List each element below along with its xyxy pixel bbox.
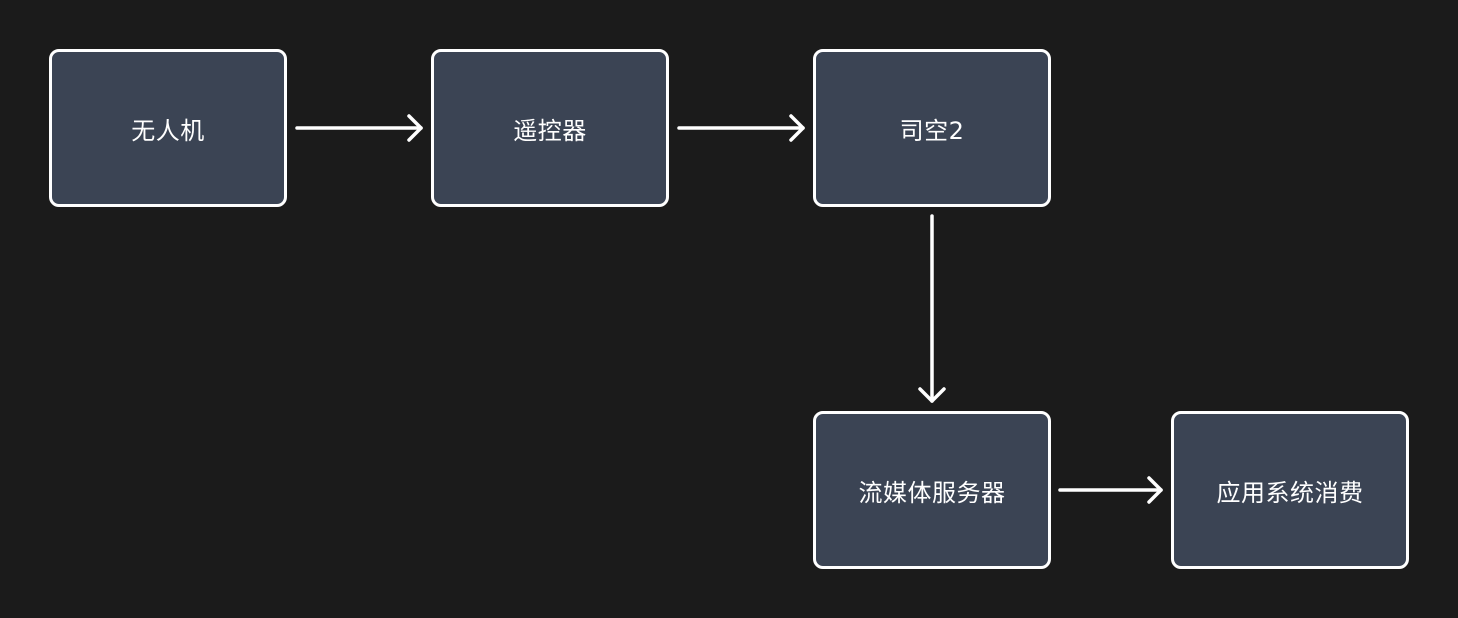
node-app-consumer-label: 应用系统消费 [1216, 478, 1364, 507]
node-streaming-server-label: 流媒体服务器 [858, 478, 1006, 507]
node-sikong-label: 司空2 [899, 116, 965, 145]
edge-remote-to-sikong [677, 114, 805, 142]
node-uav: 无人机 [49, 49, 287, 207]
edge-uav-to-remote [295, 114, 423, 142]
node-remote-controller: 遥控器 [431, 49, 669, 207]
node-sikong: 司空2 [813, 49, 1051, 207]
node-uav-label: 无人机 [131, 116, 205, 145]
edge-media-to-app [1058, 476, 1163, 504]
node-remote-controller-label: 遥控器 [513, 116, 587, 145]
node-streaming-server: 流媒体服务器 [813, 411, 1051, 569]
edge-sikong-to-media [918, 214, 946, 403]
node-app-consumer: 应用系统消费 [1171, 411, 1409, 569]
